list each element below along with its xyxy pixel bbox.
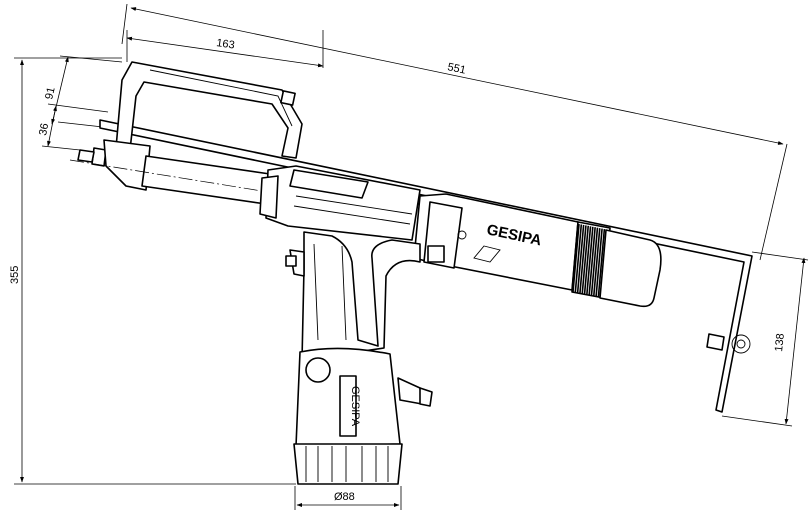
hanger-frame bbox=[99, 119, 753, 413]
pistol-grip bbox=[285, 231, 421, 361]
base-cap bbox=[293, 443, 403, 485]
barrel-head bbox=[259, 165, 421, 241]
dimension-88: Ø88 bbox=[294, 486, 402, 510]
dim-138-label: 138 bbox=[773, 333, 787, 353]
knurl-line bbox=[583, 226, 592, 295]
nose-assembly bbox=[69, 139, 331, 205]
knurl-line bbox=[592, 228, 601, 297]
dim-163-label: 163 bbox=[216, 37, 236, 51]
dim-36-label: 36 bbox=[37, 122, 51, 136]
dim-91-label: 91 bbox=[43, 86, 57, 101]
dimension-355: 355 bbox=[9, 57, 296, 485]
dimension-163: 163 bbox=[126, 30, 324, 68]
dimension-91: 91 bbox=[43, 55, 123, 129]
knurl-line bbox=[586, 226, 594, 295]
knurl-line bbox=[588, 227, 596, 296]
hanger-nut bbox=[706, 333, 725, 351]
dimension-138: 138 bbox=[721, 251, 809, 427]
rear-cap bbox=[599, 229, 662, 308]
knurl-line bbox=[595, 228, 603, 297]
knurl-line bbox=[597, 229, 606, 298]
grip-marking: GESIPA bbox=[349, 386, 361, 427]
knurl-line bbox=[579, 225, 587, 294]
dim-551-label: 551 bbox=[446, 61, 466, 77]
knurl-line bbox=[576, 224, 585, 293]
dimension-551: 551 bbox=[121, 3, 788, 261]
knurl-line bbox=[581, 225, 590, 294]
dimension-36: 36 bbox=[37, 103, 109, 151]
lower-body: GESIPA bbox=[295, 347, 433, 447]
knurl-line bbox=[590, 227, 599, 296]
knurl-line bbox=[574, 224, 583, 293]
knurl-line bbox=[572, 223, 580, 293]
dim-88-label: Ø88 bbox=[334, 491, 355, 503]
motor-housing: GESIPA bbox=[413, 193, 579, 291]
dim-355-label: 355 bbox=[9, 266, 21, 284]
